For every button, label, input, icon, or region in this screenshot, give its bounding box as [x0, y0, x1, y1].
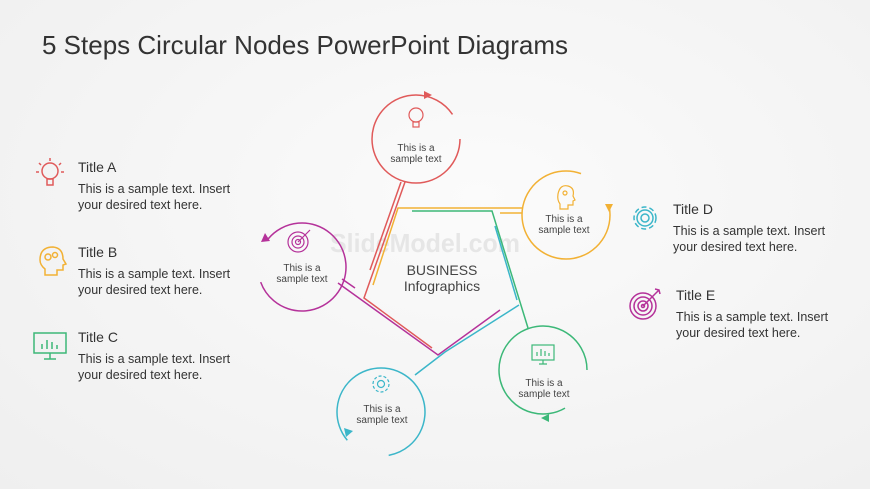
item-text: This is a sample text. Insert — [676, 310, 829, 324]
item-title: Title E — [676, 287, 716, 303]
head-gears-icon — [39, 246, 68, 276]
item-text: your desired text here. — [676, 326, 801, 340]
svg-text:This is a: This is a — [283, 263, 321, 274]
svg-text:This is a: This is a — [525, 378, 563, 389]
item-text: This is a sample text. Insert — [78, 352, 231, 366]
lightbulb-icon — [408, 107, 424, 128]
slide-title: 5 Steps Circular Nodes PowerPoint Diagra… — [42, 30, 568, 60]
item-title-b: Title B This is a sample text. Insert yo… — [78, 244, 278, 298]
target-icon — [287, 229, 311, 253]
item-title-a: Title A This is a sample text. Insert yo… — [78, 159, 278, 213]
item-title-d: Title D This is a sample text. Insert yo… — [673, 201, 870, 255]
watermark: SlideModel.com — [330, 228, 520, 258]
monitor-chart-icon — [33, 332, 67, 360]
item-text: your desired text here. — [78, 198, 203, 212]
item-title-c: Title C This is a sample text. Insert yo… — [78, 329, 278, 383]
svg-text:This is a: This is a — [397, 143, 435, 154]
node-circle-red — [371, 94, 461, 184]
svg-text:sample text: sample text — [538, 225, 589, 236]
node-texts: This is a sample text This is a sample t… — [276, 143, 589, 426]
gear-icon — [372, 375, 390, 393]
item-title: Title D — [673, 201, 713, 217]
target-icon — [629, 288, 661, 320]
node-circle-green — [498, 325, 588, 415]
connector-red — [363, 181, 433, 349]
connector-green — [412, 210, 529, 329]
svg-text:This is a: This is a — [363, 404, 401, 415]
monitor-chart-icon — [531, 344, 555, 365]
center-title-line2: Infographics — [404, 278, 480, 294]
center-title-line1: BUSINESS — [407, 262, 478, 278]
item-text: This is a sample text. Insert — [78, 182, 231, 196]
connector-purple — [337, 282, 501, 356]
item-text: This is a sample text. Insert — [78, 267, 231, 281]
item-title: Title B — [78, 244, 118, 260]
item-title-e: Title E This is a sample text. Insert yo… — [676, 287, 870, 341]
svg-text:sample text: sample text — [518, 389, 569, 400]
svg-text:sample text: sample text — [276, 274, 327, 285]
node-arrows — [261, 91, 613, 437]
head-gears-icon — [557, 185, 576, 210]
item-text: This is a sample text. Insert — [673, 224, 826, 238]
lightbulb-icon — [36, 158, 64, 186]
connector-teal — [414, 304, 520, 376]
svg-text:sample text: sample text — [390, 154, 441, 165]
node-circle-teal — [336, 367, 426, 457]
connector-yellow — [372, 207, 522, 286]
gear-icon — [633, 206, 657, 230]
item-title: Title C — [78, 329, 118, 345]
svg-text:sample text: sample text — [356, 415, 407, 426]
item-text: your desired text here. — [673, 240, 798, 254]
item-text: your desired text here. — [78, 368, 203, 382]
item-title: Title A — [78, 159, 117, 175]
svg-text:This is a: This is a — [545, 214, 583, 225]
item-text: your desired text here. — [78, 283, 203, 297]
